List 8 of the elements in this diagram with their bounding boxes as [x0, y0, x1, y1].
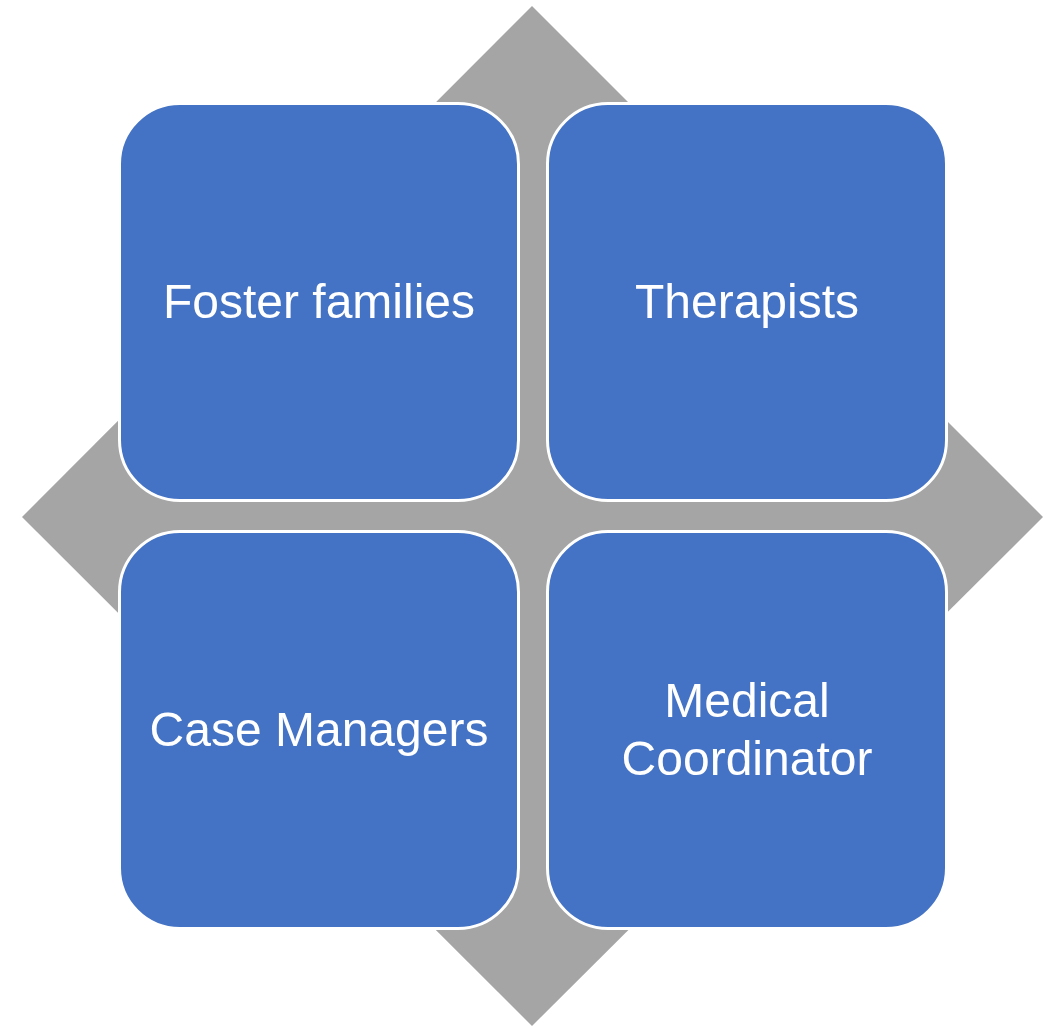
- rounded-box: [546, 102, 948, 502]
- box-label: Foster families: [161, 274, 477, 331]
- box-label: Case Managers: [148, 702, 490, 759]
- rounded-box: [118, 102, 520, 502]
- rounded-box: [118, 530, 520, 930]
- box-label: Medical Coordinator: [620, 673, 874, 787]
- box-label: Therapists: [633, 274, 861, 331]
- rounded-box: [546, 530, 948, 930]
